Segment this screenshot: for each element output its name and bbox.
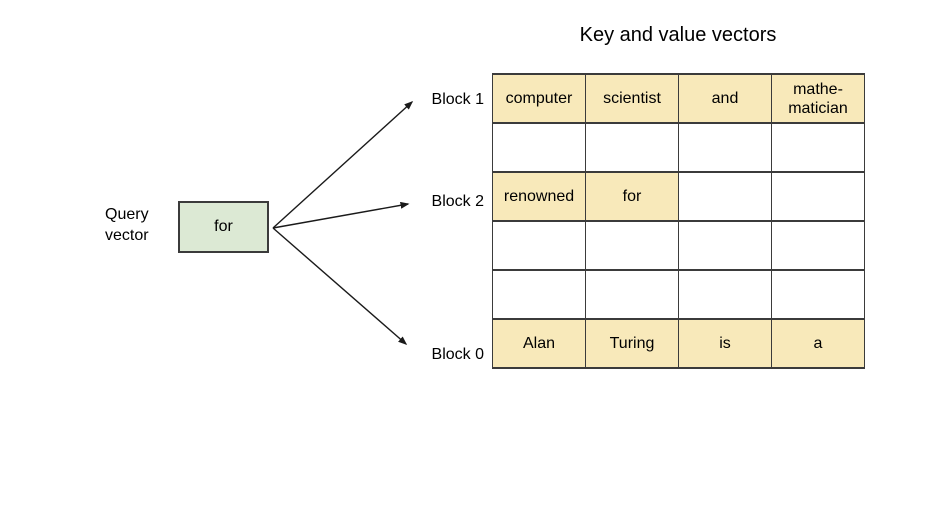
table-cell: mathe- matician bbox=[771, 73, 865, 124]
table-cell: Alan bbox=[492, 318, 586, 369]
table-cell bbox=[771, 220, 865, 271]
table-cell: a bbox=[771, 318, 865, 369]
table-row-block-2: renowned for bbox=[492, 171, 865, 222]
table-row-block-0: Alan Turing is a bbox=[492, 318, 865, 369]
diagram-title: Key and value vectors bbox=[579, 24, 777, 46]
table-cell bbox=[492, 122, 586, 173]
table-cell: Turing bbox=[585, 318, 679, 369]
table-row-empty bbox=[492, 220, 865, 271]
key-value-table: computer scientist and mathe- matician r… bbox=[492, 73, 865, 369]
block-1-label: Block 1 bbox=[431, 91, 484, 108]
table-cell bbox=[771, 269, 865, 320]
table-cell: computer bbox=[492, 73, 586, 124]
table-cell bbox=[678, 171, 772, 222]
table-cell bbox=[492, 269, 586, 320]
table-row-empty bbox=[492, 122, 865, 173]
table-cell: for bbox=[585, 171, 679, 222]
arrow-to-block-1 bbox=[272, 100, 414, 229]
table-cell bbox=[771, 122, 865, 173]
table-cell bbox=[678, 122, 772, 173]
table-row-empty bbox=[492, 269, 865, 320]
table-cell bbox=[678, 220, 772, 271]
arrow-to-block-2 bbox=[272, 201, 410, 229]
table-row-block-1: computer scientist and mathe- matician bbox=[492, 73, 865, 124]
table-cell: is bbox=[678, 318, 772, 369]
table-cell bbox=[585, 269, 679, 320]
table-cell: and bbox=[678, 73, 772, 124]
query-vector-box: for bbox=[178, 201, 269, 253]
table-cell bbox=[771, 171, 865, 222]
block-2-label: Block 2 bbox=[431, 193, 484, 210]
table-cell: scientist bbox=[585, 73, 679, 124]
query-vector-label: Query vector bbox=[105, 206, 149, 244]
table-cell: renowned bbox=[492, 171, 586, 222]
table-cell bbox=[492, 220, 586, 271]
block-0-label: Block 0 bbox=[431, 346, 484, 363]
table-cell bbox=[585, 220, 679, 271]
table-cell bbox=[585, 122, 679, 173]
arrow-to-block-0 bbox=[272, 227, 408, 345]
table-cell bbox=[678, 269, 772, 320]
